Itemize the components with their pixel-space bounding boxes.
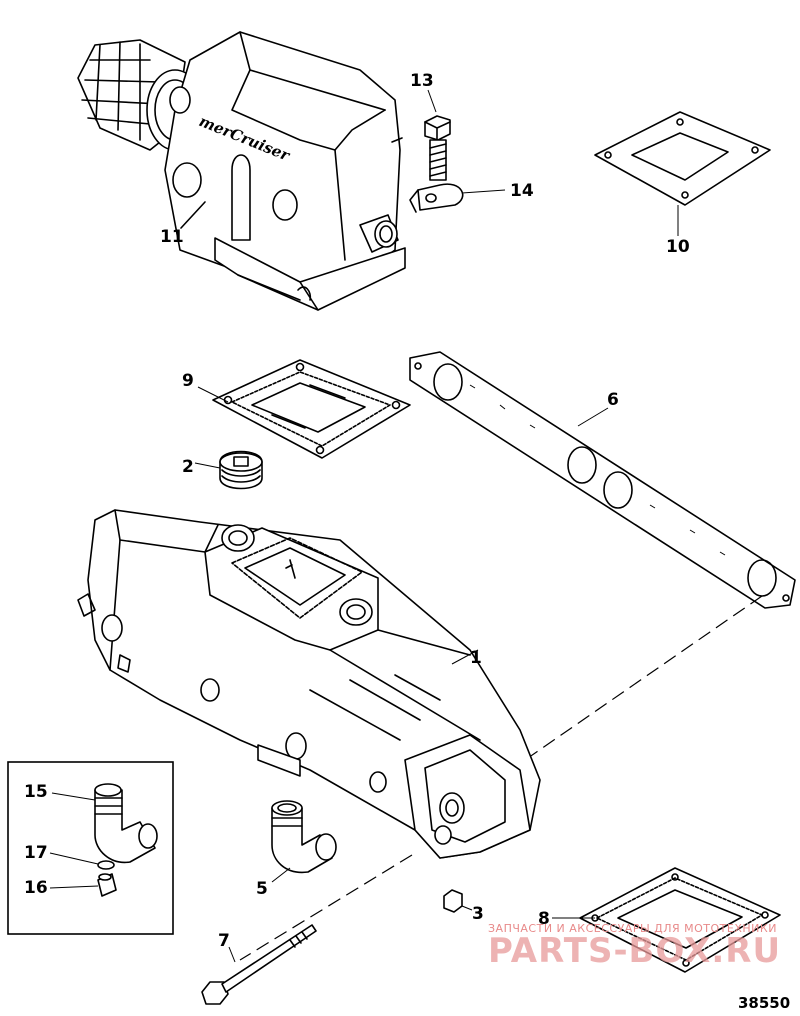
part-2-plug (194, 450, 263, 490)
callout-6: 6 (607, 390, 619, 410)
inset-box (7, 761, 174, 935)
callout-17: 17 (24, 843, 48, 863)
part-3-nut (443, 889, 473, 913)
part-13-bolt (424, 89, 451, 181)
callout-14: 14 (510, 181, 534, 201)
callout-8: 8 (538, 909, 550, 929)
part-15-elbow (51, 783, 158, 864)
callout-7: 7 (218, 931, 230, 951)
part-11-exhaust-elbow: merCruiser (77, 31, 406, 311)
part-17-o-ring (49, 852, 115, 870)
part-1-exhaust-manifold (77, 509, 541, 961)
part-5-elbow-fitting (271, 800, 337, 883)
part-14-clamp (409, 183, 506, 213)
callout-9: 9 (182, 371, 194, 391)
callout-5: 5 (256, 879, 268, 899)
callout-15: 15 (24, 782, 48, 802)
part-16-drain-plug (49, 873, 117, 897)
callout-13: 13 (410, 71, 434, 91)
part-8-gasket (552, 867, 781, 973)
callout-2: 2 (182, 457, 194, 477)
watermark-caption: ЗАПЧАСТИ И АКСЕССУАРЫ ДЛЯ МОТОТЕХНИКИ (488, 922, 777, 935)
part-9-gasket (197, 359, 411, 459)
callout-16: 16 (24, 878, 48, 898)
part-6-manifold-gasket (409, 351, 796, 761)
watermark-brand: PARTS-BOX.RU (488, 931, 781, 971)
figure-number: 38550 (738, 994, 790, 1012)
part-7-long-bolt (201, 924, 317, 1005)
callout-1: 1 (470, 648, 482, 668)
callout-10: 10 (666, 237, 690, 257)
part-10-gasket (594, 111, 771, 236)
callout-3: 3 (472, 904, 484, 924)
callout-11: 11 (160, 227, 184, 247)
